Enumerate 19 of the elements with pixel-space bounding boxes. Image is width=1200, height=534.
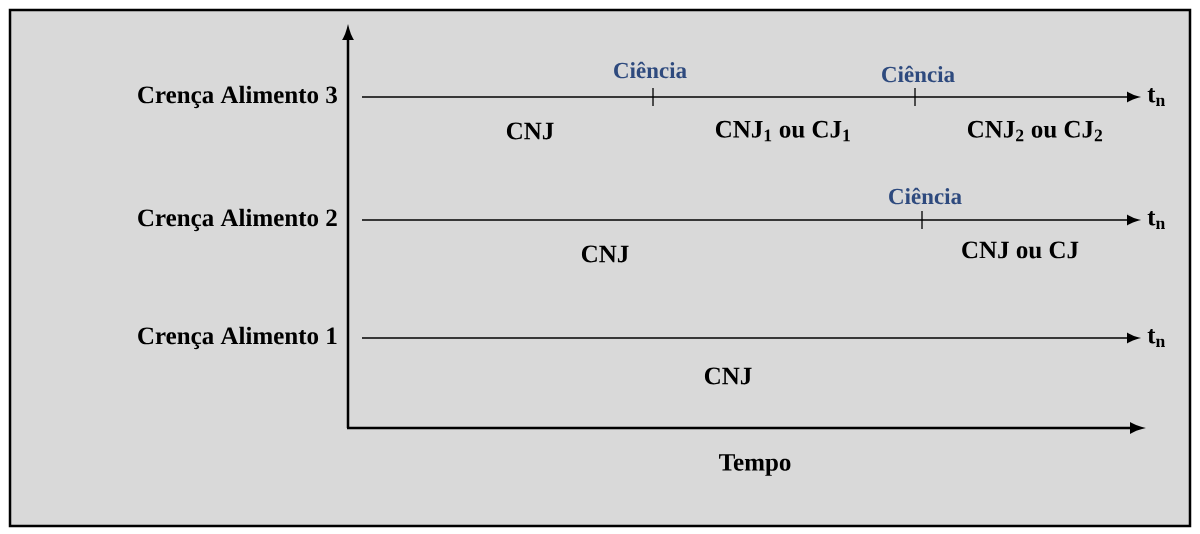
axis-label: t$_{n}$: [1147, 211, 1165, 229]
period-label: CNJ: [506, 122, 554, 140]
period-label: CNJ ou CJ: [962, 241, 1079, 259]
row-label: Crença Alimento 1: [138, 326, 337, 350]
tick-label: Ciência: [889, 187, 962, 205]
period-label: CNJ: [704, 367, 752, 385]
timeline-arrow: [361, 333, 1139, 343]
row-label: Crença Alimento 2: [138, 208, 337, 232]
tick-label: Ciência: [614, 61, 687, 79]
tick-label: Ciência: [882, 65, 955, 83]
period-label: CNJ$_{2}$ ou CJ$_{2}$: [967, 120, 1103, 142]
timeline-arrow: [361, 215, 1139, 225]
row-label: Crença Alimento 3: [138, 85, 337, 109]
timeline-arrow: [361, 92, 1139, 102]
axis-label: t$_{n}$: [1147, 88, 1165, 106]
period-label: Tempo: [719, 454, 791, 476]
period-label: CNJ$_{1}$ ou CJ$_{1}$: [715, 120, 850, 142]
axis-label: t$_{n}$: [1147, 329, 1165, 347]
period-label: CNJ: [581, 245, 629, 263]
